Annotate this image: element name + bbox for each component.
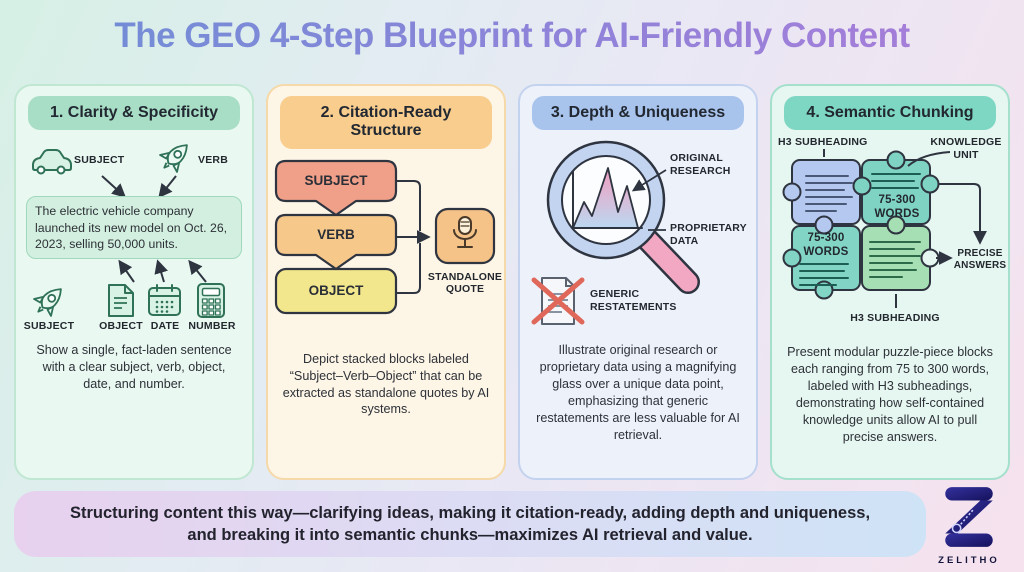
card-depth-uniqueness: 3. Depth & Uniqueness <box>518 84 758 480</box>
cards-row: 1. Clarity & Specificity <box>14 84 1010 480</box>
block-label-subject: SUBJECT <box>304 172 368 188</box>
puzzle-piece-blue <box>791 159 861 226</box>
label-standalone-quote: STANDALONE QUOTE <box>427 270 503 296</box>
label-h3-subheading-top: H3 SUBHEADING <box>778 136 868 149</box>
subject-block <box>274 159 398 216</box>
card3-header: 3. Depth & Uniqueness <box>532 96 744 131</box>
microphone-icon <box>453 215 477 248</box>
block-label-object: OBJECT <box>308 282 364 298</box>
label-proprietary-data: PROPRIETARY DATA <box>670 222 747 247</box>
card-clarity-specificity: 1. Clarity & Specificity <box>14 84 254 480</box>
card2-header: 2. Citation-Ready Structure <box>280 96 492 149</box>
card2-illustration: SUBJECT VERB OBJECT STANDALONE QUOTE <box>268 155 504 345</box>
zelitho-logo: ZELITHO <box>930 485 1008 566</box>
card4-header: 4. Semantic Chunking <box>784 96 996 131</box>
label-knowledge-unit: KNOWLEDGE UNIT <box>930 136 1002 161</box>
label-words-top-right: 75-300 WORDS <box>874 194 920 221</box>
card2-description: Depict stacked blocks labeled “Subject–V… <box>282 351 490 417</box>
block-label-verb: VERB <box>317 226 355 242</box>
label-original-research: ORIGINAL RESEARCH <box>670 152 731 177</box>
card1-graphics <box>32 144 225 319</box>
label-generic-restatements: GENERIC RESTATEMENTS <box>590 288 677 313</box>
card2-graphics <box>274 159 496 314</box>
card4-illustration: H3 SUBHEADING KNOWLEDGE UNIT 75-300 WORD… <box>772 136 1008 338</box>
calculator-icon <box>197 283 225 319</box>
rocket-icon <box>159 144 188 174</box>
puzzle-piece-green <box>861 225 931 292</box>
summary-text: Structuring content this way—clarifying … <box>69 503 871 544</box>
label-precise-answers: PRECISE ANSWERS <box>953 248 1007 272</box>
label-subject-top: SUBJECT <box>74 154 125 167</box>
chart-area <box>572 167 639 230</box>
car-icon <box>32 149 72 175</box>
calendar-icon <box>148 284 181 317</box>
card1-header: 1. Clarity & Specificity <box>28 96 240 131</box>
card-citation-ready: 2. Citation-Ready Structure <box>266 84 506 480</box>
card3-description: Illustrate original research or propriet… <box>536 343 740 442</box>
crossed-document-icon <box>531 277 585 326</box>
label-words-bottom-left: 75-300 WORDS <box>803 232 849 259</box>
zelitho-brand-text: ZELITHO <box>938 555 1000 566</box>
footer: Structuring content this way—clarifying … <box>14 487 1010 566</box>
label-subject-bottom: SUBJECT <box>23 320 75 333</box>
quote-box <box>434 207 496 264</box>
label-h3-subheading-bottom: H3 SUBHEADING <box>850 312 940 325</box>
example-sentence: The electric vehicle company launched it… <box>26 196 242 260</box>
card3-graphics <box>531 141 700 326</box>
card1-description: Show a single, fact-laden sentence with … <box>36 343 232 392</box>
label-date: DATE <box>150 320 180 333</box>
page-title: The GEO 4-Step Blueprint for AI-Friendly… <box>0 16 1024 56</box>
card4-graphics <box>782 149 987 309</box>
card1-illustration: SUBJECT VERB The electric vehicle compan… <box>16 136 252 336</box>
card3-illustration: ORIGINAL RESEARCH PROPRIETARY DATA GENER… <box>520 136 756 336</box>
card4-description: Present modular puzzle-piece blocks each… <box>787 345 993 444</box>
zelitho-z-icon <box>945 487 993 547</box>
label-object: OBJECT <box>99 320 143 333</box>
label-number: NUMBER <box>188 320 236 333</box>
label-verb: VERB <box>198 154 228 167</box>
document-icon <box>108 284 134 318</box>
verb-block <box>274 213 398 270</box>
summary-banner: Structuring content this way—clarifying … <box>14 491 926 557</box>
card-semantic-chunking: 4. Semantic Chunking <box>770 84 1010 480</box>
magnifying-glass-icon <box>546 141 700 295</box>
rocket-icon <box>33 288 62 318</box>
